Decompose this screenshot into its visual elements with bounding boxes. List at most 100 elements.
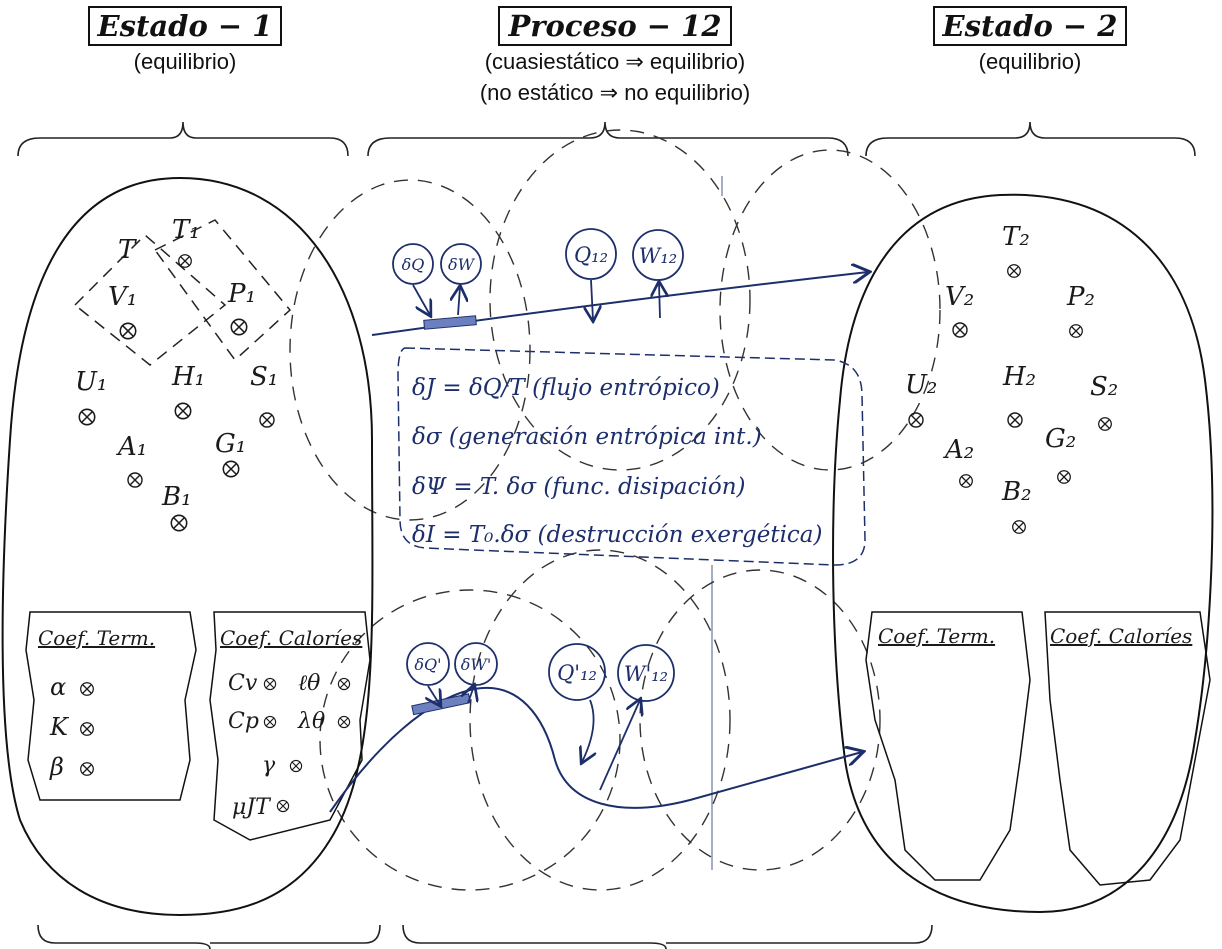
prop-t2: T₂: [1002, 222, 1030, 252]
arrow-w12-out: [659, 283, 660, 319]
marker-v1: [119, 322, 137, 340]
dashed-region-6: [639, 569, 881, 871]
dashed-region-4: [319, 589, 621, 891]
prop-a2: A₂: [943, 435, 974, 465]
state1-properties: T T₁ V₁ P₁ U₁ H₁ S₁ A₁ G₁ B₁: [75, 215, 278, 532]
top-arrows: [412, 280, 660, 320]
state1-title: Estado − 1: [87, 6, 283, 46]
state1-coef-regions: [25, 611, 371, 841]
marker-h1: [174, 402, 192, 420]
label-dw: δW: [448, 255, 476, 274]
bottom-circle-labels: δQ' δW' Q'₁₂ W'₁₂: [414, 655, 668, 686]
marker-mu-jt: [276, 799, 290, 813]
prop-a1: A₁: [116, 432, 147, 462]
prop-h1: H₁: [171, 362, 205, 392]
marker-u2: [908, 412, 924, 428]
circle-dq-prime: [406, 642, 450, 686]
state1-coef-term-items: α K β: [49, 673, 94, 781]
top-braces: [17, 121, 1196, 157]
label-dq-prime: δQ': [414, 655, 441, 674]
coef-cv: Cv: [228, 671, 258, 696]
state2-coef-calor-title: Coef. Caloríes: [1050, 624, 1192, 648]
prop-p2: P₂: [1066, 282, 1095, 312]
marker-l-theta: [337, 677, 351, 691]
center-axis-strokes: [711, 176, 723, 870]
prop-g2: G₂: [1045, 424, 1076, 454]
prop-h2: H₂: [1002, 362, 1036, 392]
arrow-dq-in: [412, 284, 430, 315]
dashed-region-3: [719, 149, 941, 471]
marker-b1: [170, 514, 188, 532]
formula-exergetica: δI = T₀.δσ (destrucción exergética): [412, 522, 823, 548]
state2-subtitle: (equilibrio): [978, 49, 1082, 74]
marker-a1: [127, 472, 143, 488]
top-circle-labels: δQ δW Q₁₂ W₁₂: [402, 243, 678, 274]
brace-state1-top: [17, 121, 349, 157]
label-w12-prime: W'₁₂: [624, 662, 668, 686]
prop-b1: B₁: [161, 482, 192, 512]
label-q12: Q₁₂: [574, 243, 608, 267]
state1-dashed-group-left: [73, 233, 227, 366]
coef-cp: Cp: [228, 709, 259, 734]
dashed-region-1: [289, 179, 531, 521]
marker-a2: [959, 474, 973, 488]
label-w12: W₁₂: [639, 244, 677, 268]
state2-coef-regions: [865, 611, 1211, 886]
marker-b2: [1012, 520, 1026, 534]
circle-q12-prime: [548, 643, 606, 701]
state2-title: Estado − 2: [932, 6, 1128, 46]
prop-t1: T₁: [172, 215, 200, 245]
arrow-q12-prime-in: [582, 699, 594, 762]
coef-mu-jt: μJT: [232, 795, 272, 820]
coef-alpha: α: [50, 673, 66, 701]
nonstatic-path: [329, 687, 862, 813]
state1-coef-term-region: [25, 611, 197, 801]
marker-gamma: [289, 759, 303, 773]
marker-cv: [263, 677, 277, 691]
coef-gamma: γ: [262, 753, 276, 778]
prop-s2: S₂: [1090, 372, 1118, 402]
marker-cp: [263, 715, 277, 729]
quasistatic-boundary-bar: [423, 315, 477, 330]
state1-header: Estado − 1 (equilibrio): [60, 6, 310, 77]
coef-l-theta: ℓθ: [298, 671, 320, 696]
label-q12-prime: Q'₁₂: [557, 661, 597, 685]
formula-flujo: δJ = δQ/T (flujo entrópico): [412, 375, 720, 401]
circle-q12: [565, 228, 617, 280]
state2-coef-term-region: [865, 611, 1031, 881]
coef-beta: β: [49, 753, 64, 781]
marker-t1: [178, 254, 192, 268]
prop-v2: V₂: [945, 282, 974, 312]
circle-w12-prime: [617, 644, 675, 702]
label-dw-prime: δW': [461, 655, 491, 674]
marker-beta: [80, 762, 94, 776]
marker-lambda-theta: [337, 715, 351, 729]
formula-generacion: δσ (generación entrópica int.): [412, 424, 762, 450]
state2-region: [832, 193, 1214, 914]
prop-v1: V₁: [108, 282, 137, 312]
state2-coef-calor-region: [1044, 611, 1211, 886]
coef-lambda-theta: λθ: [297, 709, 325, 734]
formula-box: [397, 347, 866, 566]
state1-dashed-groups: [73, 219, 292, 366]
arrow-w12-prime-out: [599, 700, 640, 791]
state1-coef-calor-items: Cv ℓθ Cp λθ γ μJT: [228, 671, 351, 820]
prop-t: T: [118, 235, 137, 265]
state1-coef-calor-region: [209, 611, 371, 841]
process-subtitle-2: (no estático ⇒ no equilibrio): [479, 80, 751, 105]
dashed-region-5: [469, 549, 731, 891]
prop-u1: U₁: [75, 367, 107, 397]
state1-dashed-group-right: [153, 219, 292, 362]
marker-h2: [1007, 412, 1023, 428]
marker-u1: [78, 408, 96, 426]
arrow-dw-out: [458, 287, 460, 316]
marker-t2: [1007, 264, 1021, 278]
prop-u2: U₂: [905, 370, 937, 400]
arrow-dq-prime-in: [428, 685, 440, 705]
marker-k: [80, 722, 94, 736]
state2-header: Estado − 2 (equilibrio): [905, 6, 1155, 77]
nonstatic-boundary-bar: [411, 693, 471, 716]
marker-g1: [222, 460, 240, 478]
state1-coef-calor-title: Coef. Caloríes: [220, 626, 362, 650]
